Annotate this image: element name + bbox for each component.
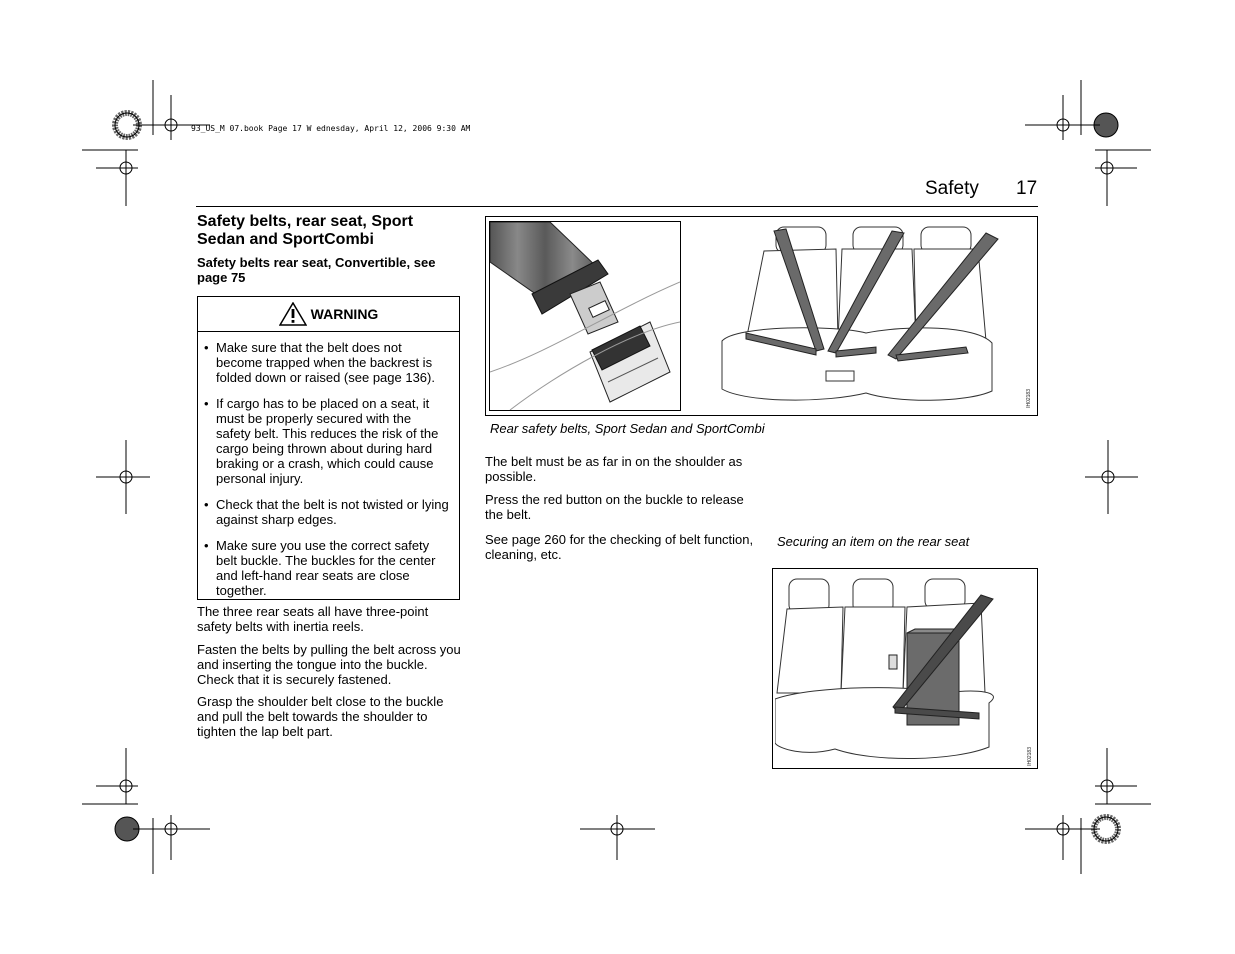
warning-list: Make sure that the belt does not become … [198, 332, 459, 598]
list-item: Make sure that the belt does not become … [203, 340, 449, 385]
figure-rear-belts: IH02183 [485, 216, 1038, 416]
figure-caption: Rear safety belts, Sport Sedan and Sport… [490, 421, 765, 436]
warning-header: WARNING [198, 297, 459, 332]
list-item: If cargo has to be placed on a seat, it … [203, 396, 449, 486]
body-paragraph: The belt must be as far in on the should… [485, 454, 743, 484]
warning-label: WARNING [310, 306, 379, 322]
header-rule [196, 206, 1038, 207]
registration-target-icon [82, 80, 1151, 874]
body-paragraph: Press the red button on the buckle to re… [485, 492, 744, 522]
section-title: Safety [925, 178, 979, 199]
figure-code: IH02183 [1026, 389, 1032, 408]
page-title: Safety belts, rear seat, Sport Sedan and… [197, 213, 414, 248]
warning-box: WARNING Make sure that the belt does not… [197, 296, 460, 600]
body-paragraph: See page 260 for the checking of belt fu… [485, 532, 754, 562]
figure-caption: Securing an item on the rear seat [777, 534, 970, 549]
buckle-illustration [490, 222, 680, 410]
figure-code: IH02183 [1027, 747, 1033, 766]
rear-seat-illustration [721, 226, 999, 401]
buckle-inset [489, 221, 681, 411]
warning-triangle-icon [278, 302, 307, 326]
body-paragraph: Grasp the shoulder belt close to the buc… [197, 694, 444, 739]
body-paragraph: Fasten the belts by pulling the belt acr… [197, 642, 461, 687]
figure-securing-item: IH02183 [772, 568, 1038, 769]
print-info: 93_US_M 07.book Page 17 W ednesday, Apri… [191, 124, 471, 133]
body-paragraph: The three rear seats all have three-poin… [197, 604, 429, 634]
list-item: Make sure you use the correct safety bel… [203, 538, 449, 598]
seat-with-item-illustration [775, 578, 994, 760]
list-item: Check that the belt is not twisted or ly… [203, 497, 449, 527]
subtitle: Safety belts rear seat, Convertible, see… [197, 255, 436, 285]
page-number: 17 [1016, 178, 1038, 199]
